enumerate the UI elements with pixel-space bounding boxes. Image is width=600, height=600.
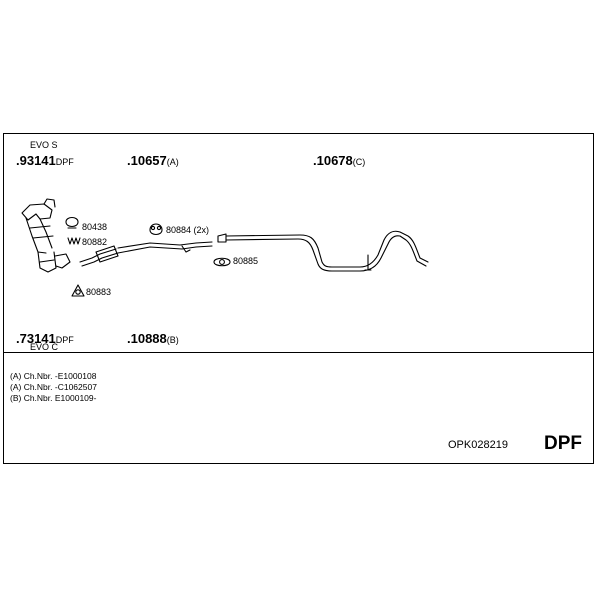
section-divider [3,352,594,353]
part-93141-note: EVO S [30,140,58,150]
rubber-hanger-icon[interactable] [149,223,163,236]
diagram-frame [3,133,594,464]
chassis-note: (A) Ch.Nbr. -C1062507 [10,382,97,392]
rear-pipe-icon[interactable] [217,230,429,272]
callout-80884[interactable]: 80884 (2x) [166,225,210,235]
part-10657-number: .10657 [127,153,167,168]
kit-code: OPK028219 [448,439,508,451]
part-10888-suffix: (B) [166,335,179,345]
spring-icon[interactable] [67,237,81,245]
dpf-converter-icon[interactable] [21,198,71,273]
part-10678-suffix: (C) [352,157,366,167]
part-93141-number: .93141 [16,153,56,168]
chassis-note: (B) Ch.Nbr. E1000109- [10,393,97,403]
part-10678-number: .10678 [313,153,353,168]
part-93141-label[interactable]: .93141DPF [16,153,74,169]
clamp-icon[interactable] [65,216,79,229]
callout-80438[interactable]: 80438 [82,222,108,232]
callout-80883[interactable]: 80883 [86,287,112,297]
part-73141-label[interactable]: .73141DPF [16,331,74,347]
callout-80882[interactable]: 80882 [82,237,108,247]
part-10678-label[interactable]: .10678(C) [313,153,365,169]
gasket-icon[interactable] [71,284,85,297]
part-73141-note: EVO C [30,342,59,352]
part-10888-label[interactable]: .10888(B) [127,331,179,347]
front-pipe-icon[interactable] [79,241,213,267]
dpf-label: DPF [544,433,582,454]
part-10657-suffix: (A) [166,157,179,167]
part-10657-label[interactable]: .10657(A) [127,153,179,169]
part-73141-suffix: DPF [55,335,74,345]
chassis-notes: (A) Ch.Nbr. -E1000108 (A) Ch.Nbr. -C1062… [10,371,97,404]
flange-gasket-icon[interactable] [213,257,231,267]
part-10888-number: .10888 [127,331,167,346]
part-73141-number: .73141 [16,331,56,346]
chassis-note: (A) Ch.Nbr. -E1000108 [10,371,97,381]
callout-80885[interactable]: 80885 [233,256,259,266]
part-93141-suffix: DPF [55,157,74,167]
